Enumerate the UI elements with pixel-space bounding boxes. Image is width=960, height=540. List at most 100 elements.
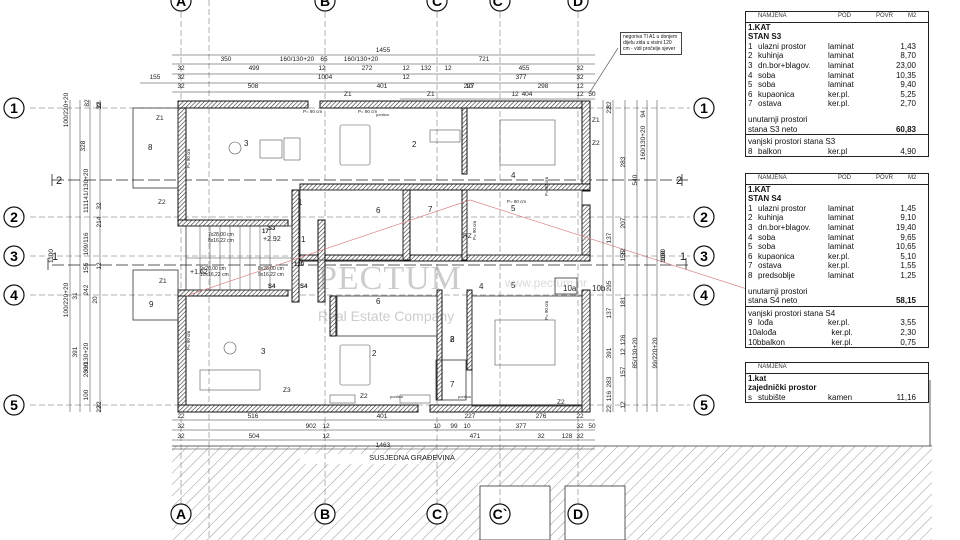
table-cell: dn.bor+blagov. [758, 60, 811, 70]
dimension-label: 295 [606, 280, 613, 291]
room-number: 5 [511, 204, 516, 213]
door-width-label: P= 90 cm [544, 301, 549, 320]
grid-axis-label: 4 [10, 287, 18, 303]
table-title: STAN S4 [748, 194, 782, 204]
dimension-label: 12 [402, 74, 410, 81]
dimension-label: 10 [433, 423, 441, 430]
dimension-label: 82 [84, 99, 91, 107]
table-cell: 1,43 [900, 41, 916, 51]
dimension-label: 32 [96, 102, 103, 110]
grid-axis-label: D [573, 506, 583, 522]
window-tag: Z2 [360, 393, 368, 400]
table-cell: laminat [828, 203, 854, 213]
dimension-label: 401 [377, 83, 388, 90]
room-number: 6 [376, 297, 381, 306]
table-cell: soba [758, 80, 776, 90]
table-cell: laminat [828, 41, 854, 51]
dimension-label: 137 [606, 307, 613, 318]
outdoor-section-label: vanjski prostori stana S4 [746, 305, 928, 319]
table-cell: laminat [828, 60, 854, 70]
dimension-label: 160/130+20 [344, 56, 379, 63]
table-title: 1.KAT [748, 22, 771, 32]
table-cell: ker.pl. [828, 318, 850, 328]
table-cell: 9,10 [900, 213, 916, 223]
grid-axis-marker: C [426, 0, 448, 12]
room-number: 8 [450, 335, 455, 344]
grid-axis-label: C` [493, 506, 508, 522]
table-cell: lođa [761, 327, 777, 337]
dimension-label: 22 [96, 405, 103, 413]
window-tag: Z1 [427, 91, 435, 98]
dimension-label: 12 [511, 91, 519, 98]
grid-axis-marker: C [426, 503, 448, 525]
dimension-label: 242 [83, 284, 90, 295]
table-cell: 4,90 [900, 146, 916, 156]
grid-axis-label: 2 [700, 209, 708, 225]
dimension-label: 1463 [376, 442, 391, 449]
dimension-label: 160/130+20 [640, 125, 647, 160]
table-cell: predsoblje [758, 270, 795, 280]
table-cell: 10,35 [895, 70, 916, 80]
dimension-label: 99 [450, 423, 458, 430]
dimension-label: 32 [576, 74, 584, 81]
dimension-label: 22 [606, 405, 613, 413]
room-number: 4 [511, 171, 516, 180]
table-header: NAMJENA [746, 363, 928, 374]
dimension-label: 32 [177, 423, 185, 430]
table-cell: 9 [748, 318, 753, 328]
grid-axis-label: C [432, 0, 442, 9]
door-width-label: P= 90 cm [544, 177, 549, 196]
window-tag: Z1 [156, 115, 164, 122]
door-width-label: P= 90 cm [358, 109, 377, 114]
table-cell: ker.pl. [828, 261, 850, 271]
dimension-label: 32 [177, 433, 185, 440]
dimension-label: 32 [576, 433, 584, 440]
grid-axis-marker: 2 [3, 206, 25, 228]
dimension-label: 404 [522, 91, 533, 98]
table-title: 1.kat [748, 373, 767, 383]
table-cell: ostava [758, 99, 782, 109]
room-number: 9 [149, 300, 154, 309]
dimension-label: 1455 [376, 47, 391, 54]
grid-axis-marker: 3 [693, 245, 715, 267]
table-cell: laminat [828, 242, 854, 252]
dimension-label: 22 [177, 413, 185, 420]
dimension-label: 455 [519, 65, 530, 72]
dimension-label: 508 [248, 83, 259, 90]
dimension-label: 65 [320, 56, 328, 63]
level-label: +2.92 [263, 236, 281, 243]
outdoor-section-label: vanjski prostori stana S3 [746, 134, 928, 147]
table-cell: ker.pl. [828, 251, 850, 261]
room-number: 4 [479, 282, 484, 291]
grid-axis-marker: D [567, 503, 589, 525]
dimension-label: 391 [72, 346, 79, 357]
subtotal-label: stana S4 neto [748, 296, 798, 306]
neighbor-building-label: SUSJEDNA GRAĐEVINA [369, 453, 455, 462]
section-mark: 2 [676, 175, 682, 187]
table-cell: 7 [748, 261, 753, 271]
table-cell: 1,45 [900, 203, 916, 213]
table-cell: laminat [828, 232, 854, 242]
dimension-label: 126 [620, 334, 627, 345]
dimension-label: 214 [96, 216, 103, 227]
dimension-label: 137 [606, 232, 613, 243]
dimension-label: 160/130+20 [280, 56, 315, 63]
dimension-label: 1100 [48, 249, 55, 263]
dimension-label: 203/130+20 [83, 342, 90, 377]
room-number: 6 [376, 206, 381, 215]
table-cell: 2 [748, 51, 753, 61]
table-cell: soba [758, 232, 776, 242]
room-number: 8 [148, 143, 153, 152]
dimension-label: 328 [80, 140, 87, 151]
table-cell: kupaonica [758, 251, 795, 261]
table-cell: 9,65 [900, 232, 916, 242]
dimension-label: 32 [576, 65, 584, 72]
